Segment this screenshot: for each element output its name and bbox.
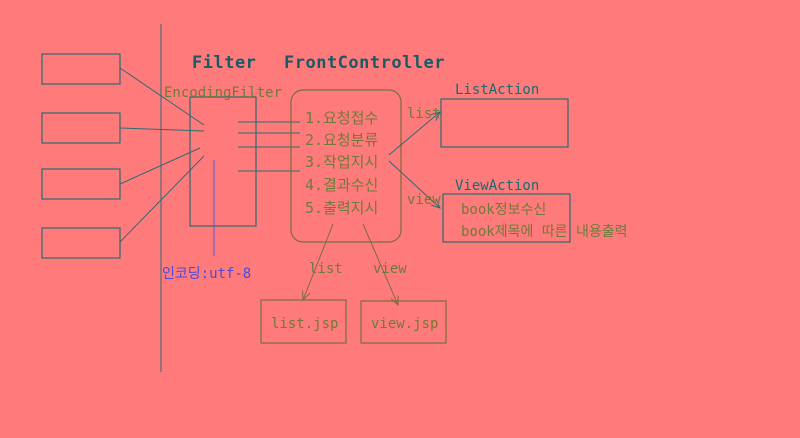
list-jsp-edge-label: list xyxy=(309,261,343,277)
client-2-request-line xyxy=(119,127,205,132)
view-jsp-box xyxy=(360,300,447,344)
controller-to-view-action-line xyxy=(388,160,440,208)
controller-to-view-jsp-line xyxy=(362,223,398,305)
step-3: 3.작업지시 xyxy=(305,153,378,171)
step-2: 2.요청분류 xyxy=(305,131,378,149)
front-controller-box xyxy=(290,89,402,243)
client-box-2 xyxy=(41,112,121,144)
list-action-box xyxy=(440,98,569,148)
view-action-title: ViewAction xyxy=(455,178,539,194)
encoding-note: 인코딩:utf-8 xyxy=(162,266,251,282)
step-1: 1.요청접수 xyxy=(305,109,378,127)
view-jsp-edge-label: view xyxy=(373,261,407,277)
step-4: 4.결과수신 xyxy=(305,176,378,194)
view-action-edge-label: view xyxy=(407,192,441,208)
controller-to-list-action-line xyxy=(388,112,440,156)
view-jsp-label: view.jsp xyxy=(371,316,438,332)
client-3-request-line xyxy=(119,147,201,185)
client-4-request-line xyxy=(119,155,205,243)
list-jsp-label: list.jsp xyxy=(271,316,338,332)
list-jsp-box xyxy=(260,299,347,344)
filter-header: Filter xyxy=(192,53,256,73)
client-box-1 xyxy=(41,53,121,85)
encoding-filter-box xyxy=(189,96,257,227)
encoding-filter-label: EncodingFilter xyxy=(164,85,282,101)
client-box-3 xyxy=(41,168,121,200)
client-box-4 xyxy=(41,227,121,259)
front-controller-header: FrontController xyxy=(284,53,445,73)
list-action-edge-label: list xyxy=(407,106,441,122)
view-action-box xyxy=(442,193,571,243)
step-5: 5.출력지시 xyxy=(305,199,378,217)
controller-to-list-jsp-line xyxy=(303,223,334,300)
list-action-title: ListAction xyxy=(455,82,539,98)
view-action-line-2: book제목에 따른 내용출력 xyxy=(461,224,628,240)
view-action-line-1: book정보수신 xyxy=(461,202,546,218)
